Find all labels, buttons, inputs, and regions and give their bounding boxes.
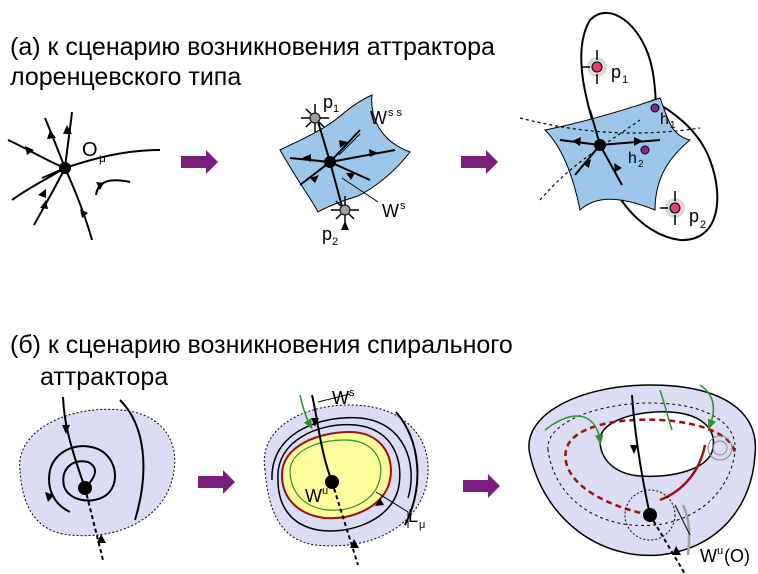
- transition-arrow: [461, 150, 498, 174]
- label-Wss: W: [370, 108, 387, 128]
- panel-a1-node: O μ: [7, 111, 161, 241]
- equilibrium-O: [324, 156, 336, 168]
- panel-a2-surface: p 1 W s s W s p 2: [279, 92, 411, 248]
- label-h1-sub: 1: [670, 120, 676, 131]
- label-p2: p: [322, 224, 332, 244]
- label-h2-sub: 2: [638, 159, 644, 170]
- homoclinic-point-h1: [650, 103, 660, 113]
- section-a-title-line2: лоренцевского типа: [10, 63, 242, 91]
- label-WuO: W: [700, 546, 717, 566]
- label-p2-sub: 2: [332, 236, 338, 248]
- label-p1: p: [323, 92, 333, 112]
- trajectory-curve: [64, 111, 73, 169]
- label-O: O: [82, 139, 98, 161]
- label-p1-sub: 1: [333, 103, 339, 115]
- homoclinic-point-h2: [640, 145, 650, 155]
- stable-separatrix: [311, 394, 333, 483]
- label-Ws-sup: s: [400, 200, 406, 212]
- saddle-p1: [309, 112, 321, 124]
- panel-b1-spiral: [19, 396, 176, 561]
- unstable-separatrix-loop: [599, 99, 719, 242]
- section-b-title-line1: (б) к сценарию возникновения спирального: [10, 331, 513, 359]
- trajectory-curve: [64, 167, 93, 241]
- equilibrium-O: [643, 508, 657, 522]
- panel-a3-homoclinic: p 1 h 1 h 2 p 2: [519, 11, 719, 242]
- label-Ws-sup: s: [349, 387, 355, 399]
- label-p2-sub: 2: [700, 219, 706, 231]
- transition-arrow: [463, 474, 500, 498]
- homoclinic-loop: [564, 418, 737, 517]
- label-Wss-sup: s s: [388, 107, 403, 119]
- equilibrium-O: [594, 139, 606, 151]
- label-h2: h: [628, 150, 637, 167]
- label-h1: h: [660, 111, 669, 128]
- label-p1-sub: 1: [622, 74, 628, 86]
- stable-cycle-L: [280, 430, 392, 520]
- trajectory-curve: [33, 167, 66, 226]
- equilibrium-O: [59, 162, 71, 174]
- torus-hole: [599, 411, 715, 478]
- section-b-title-line2: аттрактора: [40, 363, 169, 391]
- label-Ws: W: [332, 388, 349, 408]
- trajectory-curve: [95, 179, 131, 196]
- equilibrium-O: [325, 475, 339, 489]
- label-WuO-sup: u: [717, 545, 723, 557]
- label-p2: p: [689, 206, 699, 226]
- trajectory-curve: [64, 149, 161, 169]
- transition-arrow: [181, 150, 218, 174]
- panel-b3-torus: W u (O): [528, 384, 757, 574]
- label-p1: p: [611, 62, 621, 82]
- transition-arrow: [198, 470, 235, 494]
- absorbing-region: [19, 408, 176, 537]
- saddle-p2: [339, 204, 351, 216]
- stable-manifold-surface: [543, 97, 692, 211]
- label-Wu-sup: u: [322, 485, 328, 497]
- equilibrium-O: [78, 481, 92, 495]
- label-WuO-tail: (O): [724, 546, 750, 566]
- label-mu: μ: [99, 151, 106, 165]
- stable-manifold-surface: [279, 94, 411, 213]
- label-Ws: W: [382, 201, 399, 221]
- section-a-title-line1: (а) к сценарию возникновения аттрактора: [10, 33, 495, 61]
- label-Wu: W: [305, 486, 322, 506]
- spiral-trajectory: [48, 445, 117, 513]
- panel-b2-cycle: W s W u L μ: [263, 387, 429, 566]
- label-L: L: [408, 506, 418, 526]
- label-L-sub: μ: [419, 519, 425, 531]
